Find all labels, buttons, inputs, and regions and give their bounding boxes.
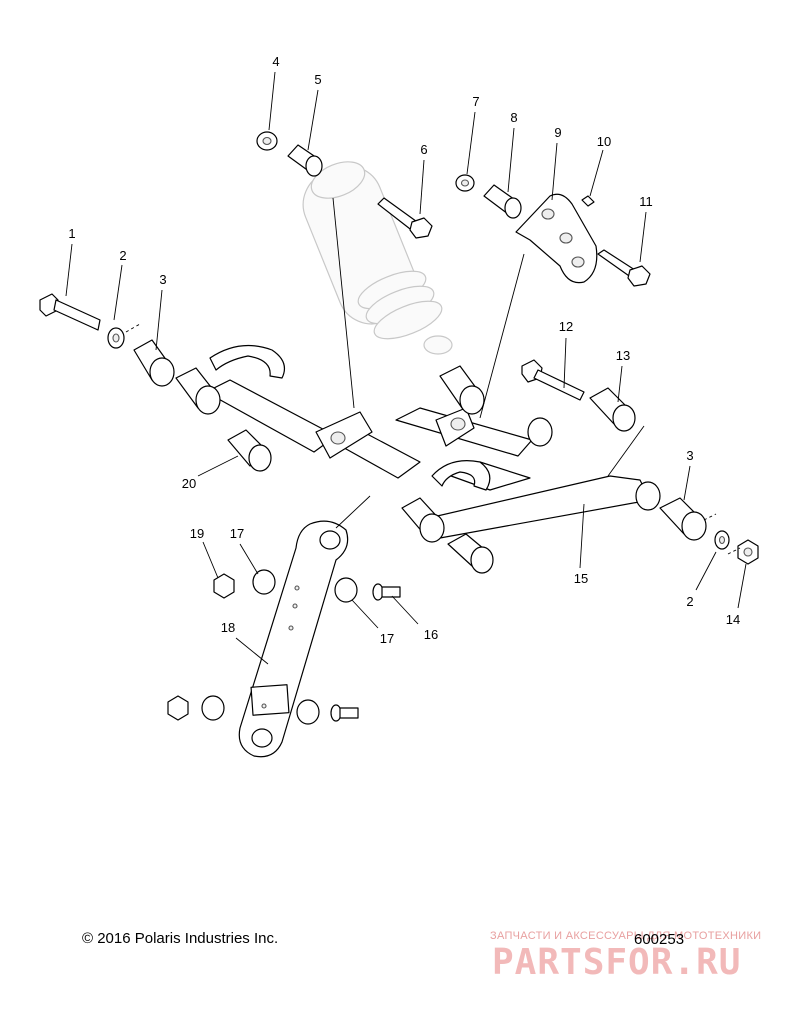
washer-2-left-hole — [112, 333, 120, 343]
callout-5: 5 — [314, 72, 321, 87]
bushing-left-upper — [175, 367, 221, 415]
spacer-5 — [287, 144, 323, 177]
document-number: 600253 — [634, 931, 685, 948]
watermark-logo: PARTSFOR.RU — [492, 942, 742, 983]
bushing-lower-right — [447, 533, 494, 574]
washer-17-lower-left — [201, 695, 225, 721]
bushing-mid — [439, 365, 485, 415]
callout-7: 7 — [472, 94, 479, 109]
callout-11: 11 — [639, 194, 653, 209]
bracket-9 — [515, 193, 598, 284]
callout-15: 15 — [574, 571, 588, 586]
callout-17-upper: 17 — [230, 526, 244, 541]
a-arm-15 — [175, 344, 661, 543]
callout-9: 9 — [554, 125, 561, 140]
link-18 — [238, 520, 349, 758]
bushing-3-left — [133, 339, 175, 387]
nut-19-upper — [213, 573, 235, 599]
washer-17-upper — [252, 569, 276, 595]
nut-4 — [256, 131, 278, 151]
callout-16: 16 — [424, 627, 438, 642]
callout-2-left: 2 — [119, 248, 126, 263]
nut-19-lower — [167, 695, 189, 721]
callout-20: 20 — [182, 476, 196, 491]
callout-17-lower: 17 — [380, 631, 394, 646]
copyright-text: © 2016 Polaris Industries Inc. — [82, 930, 279, 947]
shock-absorber — [302, 161, 453, 355]
callout-6: 6 — [420, 142, 427, 157]
callout-12: 12 — [559, 319, 573, 334]
leader-lines — [65, 71, 747, 665]
fitting-10 — [581, 195, 595, 207]
spacer-8 — [483, 184, 522, 219]
bolt-12 — [521, 359, 585, 401]
bolt-1 — [39, 293, 101, 331]
bushing-left-lower — [401, 497, 445, 543]
callout-4: 4 — [272, 54, 279, 69]
callout-1: 1 — [68, 226, 75, 241]
bolt-11 — [597, 249, 651, 287]
callout-18: 18 — [221, 620, 235, 635]
callout-2-right: 2 — [686, 594, 693, 609]
watermark-tagline: ЗАПЧАСТИ И АКСЕССУАРЫ ДЛЯ МОТОТЕХНИКИ — [490, 930, 762, 942]
bolt-16-lower — [330, 704, 359, 722]
bolt-6 — [377, 197, 433, 239]
callout-labels: 1 2 3 4 5 6 7 8 9 10 11 12 13 3 15 2 14 … — [68, 54, 740, 646]
washer-2-right-hole — [718, 535, 726, 545]
washer-17-right — [334, 577, 358, 603]
bushing-13 — [589, 387, 636, 432]
bushing-20 — [227, 429, 272, 472]
callout-8: 8 — [510, 110, 517, 125]
bushing-3-right — [659, 497, 707, 541]
callout-10: 10 — [597, 134, 611, 149]
nut-14 — [737, 539, 759, 565]
callout-14: 14 — [726, 612, 740, 627]
callout-19: 19 — [190, 526, 204, 541]
bolt-16-upper — [372, 583, 401, 601]
callout-3-left: 3 — [159, 272, 166, 287]
callout-3-right: 3 — [686, 448, 693, 463]
washer-17-lower-right — [296, 699, 320, 725]
callout-13: 13 — [616, 348, 630, 363]
nut-7 — [455, 174, 475, 192]
